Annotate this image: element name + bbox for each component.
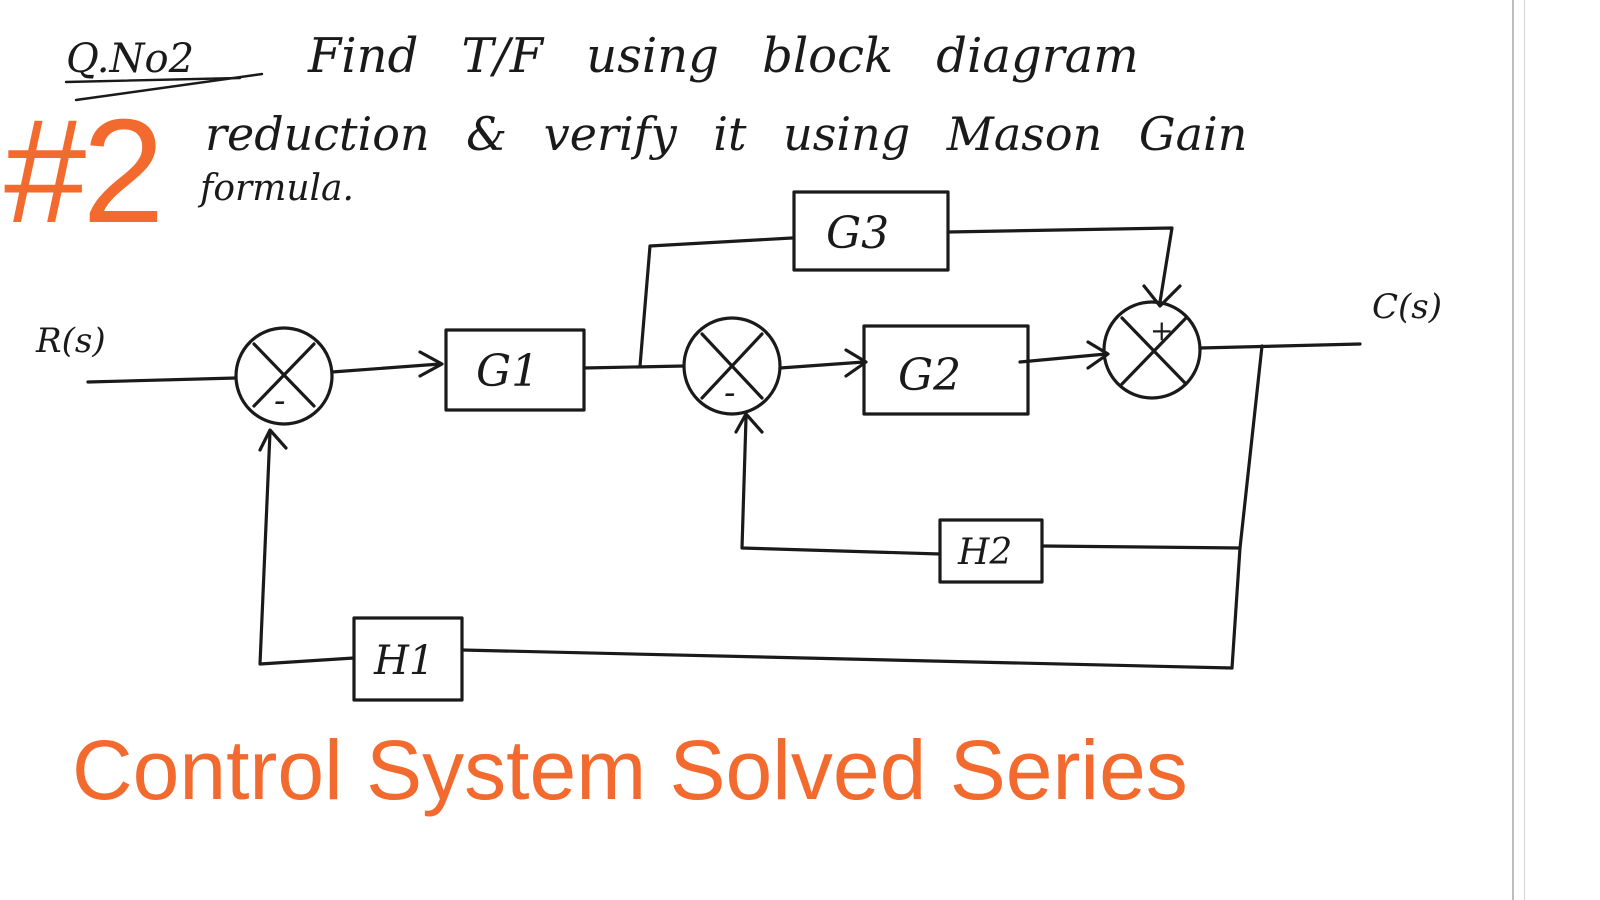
input-line: [86, 376, 238, 384]
link-s1-g1: [330, 362, 442, 374]
block-h2: H2: [938, 518, 1044, 584]
series-title: Control System Solved Series: [72, 723, 1188, 817]
h2-return: [1040, 544, 1242, 550]
block-g2-label: G2: [898, 350, 961, 401]
block-g1: G1: [444, 328, 586, 412]
question-line-3: formula.: [197, 168, 354, 209]
summing-junction-3: +: [1102, 300, 1202, 400]
question-underline-1: [64, 76, 242, 84]
link-g2-s3: [1018, 352, 1108, 364]
output-line: [1198, 342, 1362, 350]
output-label: C(s): [1372, 287, 1442, 327]
block-g3-label: G3: [826, 208, 889, 259]
summer2-minus: -: [724, 373, 736, 413]
link-g1-s2: [582, 364, 686, 370]
link-s2-g2: [778, 360, 866, 370]
episode-badge: #2: [4, 89, 165, 254]
block-h1: H1: [352, 616, 464, 702]
h1-return: [460, 648, 1234, 670]
summing-junction-1: -: [234, 326, 334, 426]
input-label: R(s): [35, 321, 106, 361]
question-number: Q.No2: [66, 36, 194, 82]
h1-to-summer1: [258, 430, 356, 666]
summing-junction-2: -: [682, 316, 782, 416]
page-edge-line: [1512, 0, 1514, 900]
block-g1-label: G1: [476, 346, 539, 397]
summer3-plus: +: [1150, 314, 1173, 347]
g3-feedforward-right: [946, 226, 1174, 304]
question-underline-2: [74, 72, 264, 102]
block-h2-label: H2: [957, 532, 1012, 573]
question-line-2: reduction & verify it using Mason Gain: [205, 107, 1247, 161]
feedback-vertical: [1230, 344, 1264, 670]
page-edge-line-2: [1524, 0, 1525, 900]
g3-feedforward-left: [638, 236, 794, 368]
summer1-minus: -: [274, 381, 286, 421]
block-g2: G2: [862, 324, 1030, 416]
block-h1-label: H1: [373, 638, 434, 684]
question-line-1: Find T/F using block diagram: [307, 28, 1139, 84]
block-g3: G3: [792, 190, 950, 272]
h2-to-summer2: [740, 416, 942, 556]
